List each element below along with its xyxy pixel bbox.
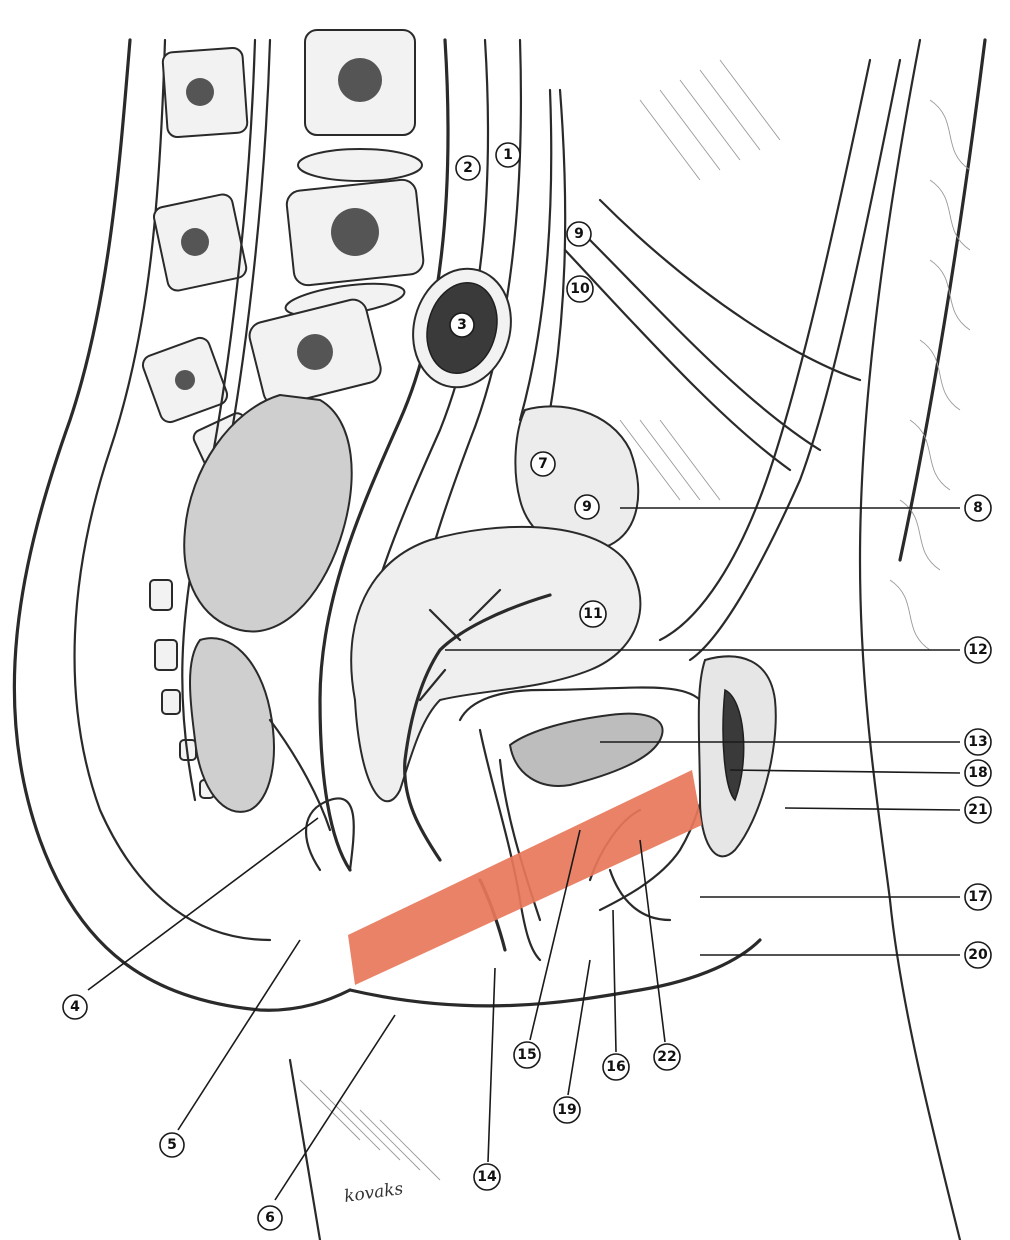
marker-22: 22 (654, 1044, 680, 1070)
svg-text:6: 6 (265, 1210, 275, 1226)
svg-text:17: 17 (968, 889, 987, 905)
marker-10: 10 (567, 276, 593, 302)
artist-signature: kovaks (343, 1179, 405, 1207)
svg-text:21: 21 (968, 802, 987, 818)
rectum (184, 395, 351, 830)
svg-text:15: 15 (517, 1047, 536, 1063)
marker-17: 17 (965, 884, 991, 910)
marker-8: 8 (965, 495, 991, 521)
svg-text:13: 13 (968, 734, 987, 750)
marker-1: 1 (496, 143, 520, 167)
svg-text:19: 19 (557, 1102, 576, 1118)
marker-9-lower: 9 (575, 495, 599, 519)
svg-text:5: 5 (167, 1137, 177, 1153)
marker-11: 11 (580, 601, 606, 627)
svg-text:8: 8 (973, 500, 983, 516)
marker-12: 12 (965, 637, 991, 663)
marker-21: 21 (965, 797, 991, 823)
svg-text:10: 10 (570, 281, 590, 297)
marker-20: 20 (965, 942, 991, 968)
svg-text:18: 18 (968, 765, 987, 781)
marker-4: 4 (63, 995, 87, 1019)
marker-9-upper: 9 (567, 222, 591, 246)
uterus (351, 527, 640, 860)
svg-text:11: 11 (583, 606, 602, 622)
svg-text:9: 9 (582, 499, 592, 515)
svg-text:14: 14 (477, 1169, 497, 1185)
svg-text:3: 3 (457, 317, 467, 333)
highlight-band (348, 770, 702, 985)
marker-14: 14 (474, 1164, 500, 1190)
marker-16: 16 (603, 1054, 629, 1080)
marker-19: 19 (554, 1097, 580, 1123)
svg-text:1: 1 (503, 147, 513, 163)
svg-text:12: 12 (968, 642, 987, 658)
svg-text:16: 16 (606, 1059, 625, 1075)
marker-2: 2 (456, 156, 480, 180)
marker-6: 6 (258, 1206, 282, 1230)
marker-3: 3 (450, 313, 474, 337)
svg-text:22: 22 (657, 1049, 676, 1065)
marker-7: 7 (531, 452, 555, 476)
svg-text:2: 2 (463, 160, 473, 176)
marker-18: 18 (965, 760, 991, 786)
svg-text:7: 7 (538, 456, 548, 472)
svg-text:4: 4 (70, 999, 80, 1015)
svg-text:20: 20 (968, 947, 988, 963)
marker-13: 13 (965, 729, 991, 755)
marker-5: 5 (160, 1133, 184, 1157)
marker-15: 15 (514, 1042, 540, 1068)
svg-text:9: 9 (574, 226, 584, 242)
